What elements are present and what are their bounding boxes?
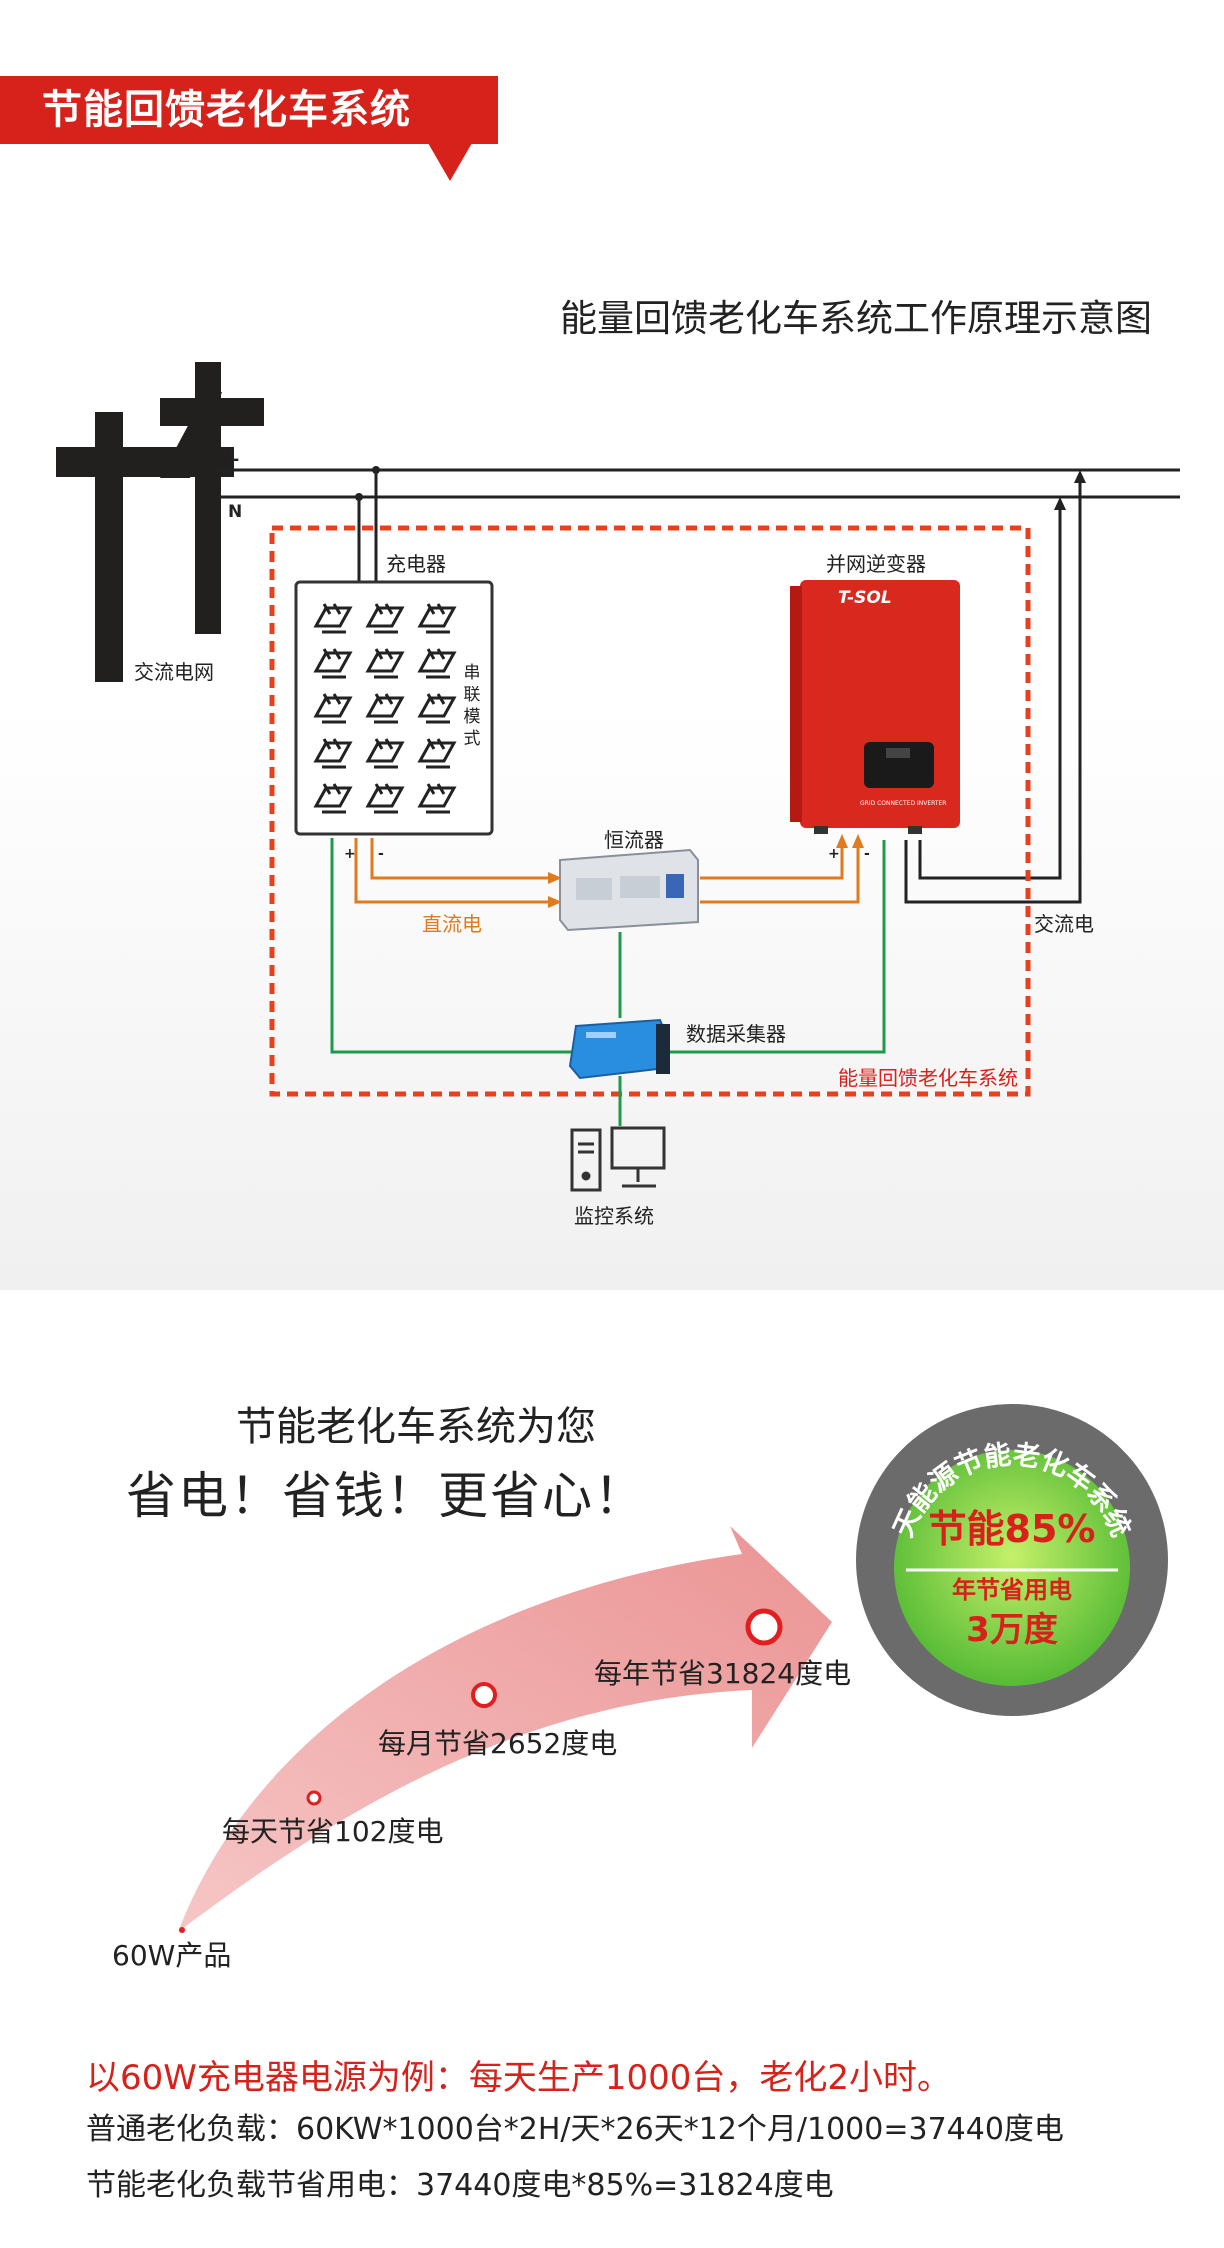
collector-label: 数据采集器	[686, 1022, 786, 1046]
current-regulator-icon	[559, 848, 699, 932]
charger-plug-icon	[417, 648, 457, 679]
section-banner: 节能回馈老化车系统	[0, 76, 498, 144]
milestone-dot	[471, 1682, 497, 1708]
badge-annual-label: 年节省用电	[952, 1576, 1072, 1604]
charger-plug-icon	[417, 603, 457, 634]
example-highlight: 以60W充电器电源为例：每天生产1000台，老化2小时。	[86, 2058, 952, 2098]
savings-growth-arrow	[178, 1526, 832, 1933]
milestone-dot	[745, 1608, 783, 1646]
charger-plug-icon	[365, 648, 405, 679]
milestone-label: 每月节省2652度电	[378, 1727, 618, 1760]
charger-plug-icon	[417, 693, 457, 724]
milestone-label: 每年节省31824度电	[594, 1657, 852, 1690]
milestone-dot	[306, 1790, 322, 1806]
badge-annual-value: 3万度	[966, 1610, 1058, 1650]
charger-plug-icon	[417, 738, 457, 769]
system-boundary	[269, 525, 1031, 1097]
monitor-label: 监控系统	[574, 1204, 654, 1228]
milestone-dot	[179, 1927, 185, 1933]
dc-label: 直流电	[422, 912, 482, 936]
savings-slogan: 省电！省钱！更省心！	[126, 1467, 646, 1525]
charger-box	[294, 580, 494, 836]
inverter-label: 并网逆变器	[826, 552, 926, 576]
charger-minus: -	[378, 846, 384, 862]
charger-icons	[313, 603, 457, 814]
charger-plug-icon	[365, 693, 405, 724]
charger-plug-icon	[365, 783, 405, 814]
charger-plug-icon	[313, 738, 353, 769]
charger-plug-icon	[313, 693, 353, 724]
grid-inverter-icon	[790, 580, 960, 834]
milestone-label: 每天节省102度电	[222, 1815, 444, 1848]
charger-label: 充电器	[386, 552, 446, 576]
utility-pole-icon	[56, 362, 264, 682]
grid-label: 交流电网	[134, 660, 214, 684]
inverter-brand: T-SOL	[838, 588, 892, 608]
charger-plug-icon	[313, 603, 353, 634]
charger-plug-icon	[417, 783, 457, 814]
savings-heading: 节能老化车系统为您	[236, 1404, 596, 1450]
inverter-plus: +	[828, 846, 840, 862]
charger-plug-icon	[313, 783, 353, 814]
example-line-normal: 普通老化负载：60KW*1000台*2H/天*26天*12个月/1000=374…	[86, 2112, 1064, 2147]
line-N-label: N	[228, 502, 243, 522]
line-L-label: L	[228, 446, 239, 466]
inverter-model-text: GRID CONNECTED INVERTER	[860, 800, 947, 807]
inverter-minus: -	[864, 846, 870, 862]
charger-plug-icon	[313, 648, 353, 679]
milestone-label: 60W产品	[112, 1939, 232, 1972]
series-mode-label: 串 联 模 式	[463, 663, 481, 749]
charger-plug-icon	[365, 738, 405, 769]
regulator-label: 恒流器	[604, 828, 664, 852]
charger-plus: +	[344, 846, 356, 862]
example-line-saving: 节能老化负载节省用电：37440度电*85%=31824度电	[86, 2168, 834, 2203]
charger-plug-icon	[365, 603, 405, 634]
diagram-title: 能量回馈老化车系统工作原理示意图	[560, 297, 1152, 340]
system-label: 能量回馈老化车系统	[838, 1066, 1018, 1090]
banner-pointer	[428, 143, 472, 181]
monitor-system-icon	[570, 1126, 666, 1192]
badge-percent: 节能85%	[928, 1507, 1096, 1551]
data-collector-icon	[568, 1018, 670, 1080]
energy-saving-badge: 天能源节能老化车系统	[856, 1404, 1168, 1716]
working-principle-diagram	[56, 362, 1180, 1192]
ac-label: 交流电	[1034, 912, 1094, 936]
